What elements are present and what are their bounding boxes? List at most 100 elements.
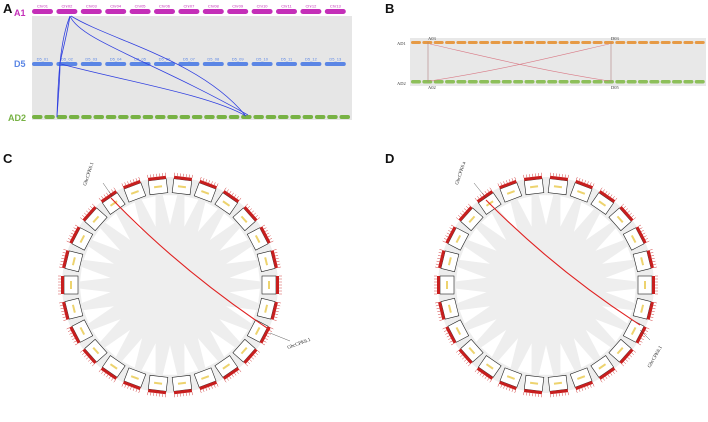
circos-chromosome: [632, 297, 657, 321]
chromosome-inner-label: [640, 304, 645, 313]
circos-chromosome: [569, 177, 595, 203]
circos-ray: [560, 343, 575, 374]
marker-a-bottom: A02: [428, 85, 436, 90]
circos-ray: [83, 246, 114, 264]
tick: [649, 319, 653, 321]
tick: [277, 266, 281, 268]
circos-ray: [468, 228, 497, 251]
tick: [437, 255, 441, 257]
chromosome-ad1: [626, 41, 637, 44]
tick: [464, 208, 467, 211]
chromosome-ad2-b: [445, 80, 456, 84]
chromosome-band: [270, 250, 278, 269]
circos-ray: [517, 343, 532, 374]
synteny-link: [69, 15, 249, 116]
tick: [511, 388, 514, 392]
tick: [639, 340, 643, 343]
circos-ray: [219, 319, 248, 342]
circos-d-link: [485, 199, 641, 326]
chromosome-band: [619, 205, 634, 222]
tick: [70, 232, 74, 235]
tick: [61, 313, 65, 315]
chromosome-inner-label: [598, 363, 607, 370]
tick: [489, 187, 492, 191]
gene-label-d-end: GbcCPK6.1: [647, 345, 664, 369]
circos-ray: [209, 213, 235, 241]
chromosome-inner-label: [447, 257, 452, 266]
tick: [592, 183, 595, 187]
circos-chromosome: [256, 297, 281, 321]
tick: [643, 235, 647, 238]
circos-ray: [456, 267, 487, 282]
circos-ray: [226, 246, 257, 264]
chromosome-ad1: [479, 41, 490, 44]
chromosome-ad2: [314, 115, 326, 119]
tick: [67, 330, 71, 332]
tick: [503, 181, 505, 185]
chromosome-ad1: [649, 41, 660, 44]
ad2-chromosome-track: [32, 115, 350, 119]
chromosome-d5: [80, 62, 102, 66]
chromosome-d5: [178, 62, 200, 66]
tick: [257, 217, 260, 220]
chromosome-label: D5_06: [159, 57, 172, 62]
tick: [214, 182, 216, 186]
marker-d-bottom: D05: [611, 85, 619, 90]
tick: [245, 203, 248, 207]
circos-ray: [226, 306, 257, 324]
tick: [70, 335, 74, 338]
chromosome-d5: [276, 62, 297, 66]
chromosome-a1: [202, 9, 224, 14]
tick: [645, 330, 649, 332]
tick: [602, 378, 605, 381]
synteny-link: [60, 63, 247, 117]
chromosome-inner-label: [468, 215, 476, 224]
tick: [111, 189, 114, 192]
chromosome-band: [635, 226, 647, 244]
chromosome-inner-label: [506, 375, 515, 380]
circos-ray: [468, 319, 497, 342]
panel-b-synteny: AD1 AD2 A03 D03 A02 D05: [397, 36, 706, 90]
gene-pointer: [639, 329, 651, 341]
chromosome-inner-label: [529, 381, 539, 385]
tick: [508, 387, 511, 391]
tick: [479, 194, 482, 198]
chromosome-inner-label: [92, 215, 100, 224]
chromosome-inner-label: [222, 363, 231, 370]
circos-chromosome: [121, 367, 147, 393]
tick: [267, 332, 271, 335]
chromosome-ad2: [241, 115, 252, 119]
tick: [641, 338, 644, 340]
chromosome-a1: [56, 9, 78, 14]
circos-chromosome: [256, 249, 281, 273]
chromosome-ad1: [638, 41, 648, 44]
tick: [621, 203, 624, 207]
chromosome-ad2: [253, 115, 264, 119]
tick: [623, 206, 626, 209]
panel-a-links: [56, 15, 249, 118]
tick: [466, 206, 469, 209]
circos-chromosome: [147, 172, 169, 196]
circos-ray: [184, 343, 199, 374]
chromosome-band: [222, 367, 240, 380]
tick: [269, 330, 273, 332]
tick: [234, 372, 237, 376]
tick: [436, 260, 440, 263]
circos-c-link: [110, 197, 271, 331]
tick: [262, 224, 266, 227]
tick: [265, 230, 268, 232]
chromosome-band: [122, 380, 141, 391]
gene-label-d-start: GbcCPK6.a: [455, 160, 467, 185]
circos-ray: [585, 213, 611, 241]
chromosome-band: [445, 326, 457, 344]
chromosome-band: [259, 226, 271, 244]
circos-chromosome: [171, 374, 193, 398]
chromosome-inner-label: [644, 281, 646, 289]
chromosome-inner-label: [254, 234, 261, 243]
circos-chromosome: [569, 367, 595, 393]
chromosome-ad2-b: [683, 80, 694, 84]
tick: [590, 182, 592, 186]
chromosome-label: D5_02: [61, 57, 74, 62]
chromosome-inner-label: [254, 327, 261, 336]
